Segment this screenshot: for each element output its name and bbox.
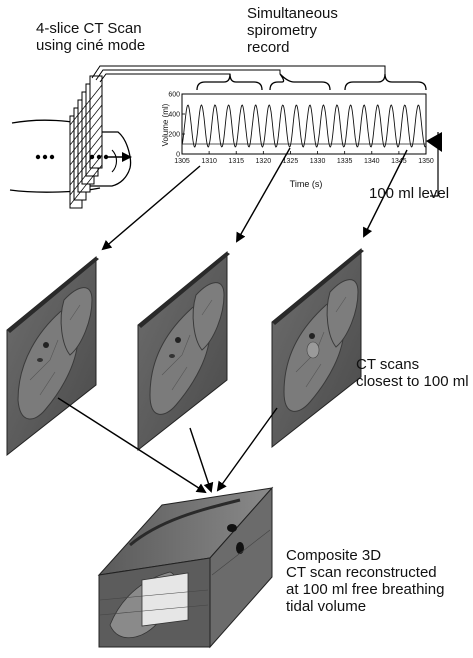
- xlabel: Time (s): [290, 179, 323, 189]
- level-caption: 100 ml level: [369, 185, 450, 202]
- brace-2: [269, 73, 331, 91]
- y-tick-label-1: 200: [168, 132, 180, 139]
- brace-3: [344, 73, 427, 91]
- composite-caption-line4: tidal volume: [286, 598, 367, 615]
- selection-arrows: [101, 147, 408, 251]
- x-tick-label-9: 1350: [418, 158, 434, 165]
- y-tick-label-2: 400: [168, 112, 180, 119]
- x-tick-label-2: 1315: [228, 158, 244, 165]
- breath-group-braces: [196, 73, 427, 91]
- ct-scan-3: [271, 247, 364, 449]
- spirometry-caption-line3: record: [247, 39, 290, 56]
- x-tick-label-4: 1325: [283, 158, 299, 165]
- merge-arrows: [57, 397, 278, 494]
- x-tick-label-6: 1335: [337, 158, 353, 165]
- table-arrow: [35, 152, 132, 162]
- y-tick-label-0: 0: [176, 152, 180, 159]
- spirometry-caption-line2: spirometry: [247, 22, 318, 39]
- spirometry-caption-line1: Simultaneous: [247, 5, 338, 22]
- ct-gantry: [69, 65, 386, 209]
- x-tick-label-5: 1330: [310, 158, 326, 165]
- ct-scan-2: [137, 250, 230, 452]
- x-tick-label-8: 1345: [391, 158, 407, 165]
- x-tick-label-3: 1320: [256, 158, 272, 165]
- level-pointer: [426, 132, 442, 197]
- x-tick-label-7: 1340: [364, 158, 380, 165]
- volume-trace: [181, 104, 427, 148]
- closest-caption-line2: closest to 100 ml: [356, 373, 469, 390]
- spirometry-chart: 0 200 400 600 1305 1310 1315 1320 1325 1330 1335 1…: [161, 92, 434, 190]
- ct-scan-caption-line2: using ciné mode: [36, 37, 146, 54]
- brace-1: [196, 73, 263, 91]
- composite-3d-volume: [97, 486, 274, 649]
- ct-scan-1: [6, 255, 99, 457]
- ylabel: Volume (ml): [161, 103, 170, 146]
- composite-caption-line3: at 100 ml free breathing: [286, 581, 445, 598]
- slice-stack: [69, 75, 103, 209]
- composite-caption-line1: Composite 3D: [286, 547, 382, 564]
- closest-caption-line1: CT scans: [356, 356, 420, 373]
- composite-caption-line2: CT scan reconstructed: [286, 564, 437, 581]
- cutaway: [141, 572, 189, 627]
- ct-scan-caption-line1: 4-slice CT Scan: [36, 20, 142, 37]
- gantry-wires: [91, 65, 386, 83]
- x-tick-label-0: 1305: [174, 158, 190, 165]
- x-tick-label-1: 1310: [201, 158, 217, 165]
- y-tick-label-3: 600: [168, 92, 180, 99]
